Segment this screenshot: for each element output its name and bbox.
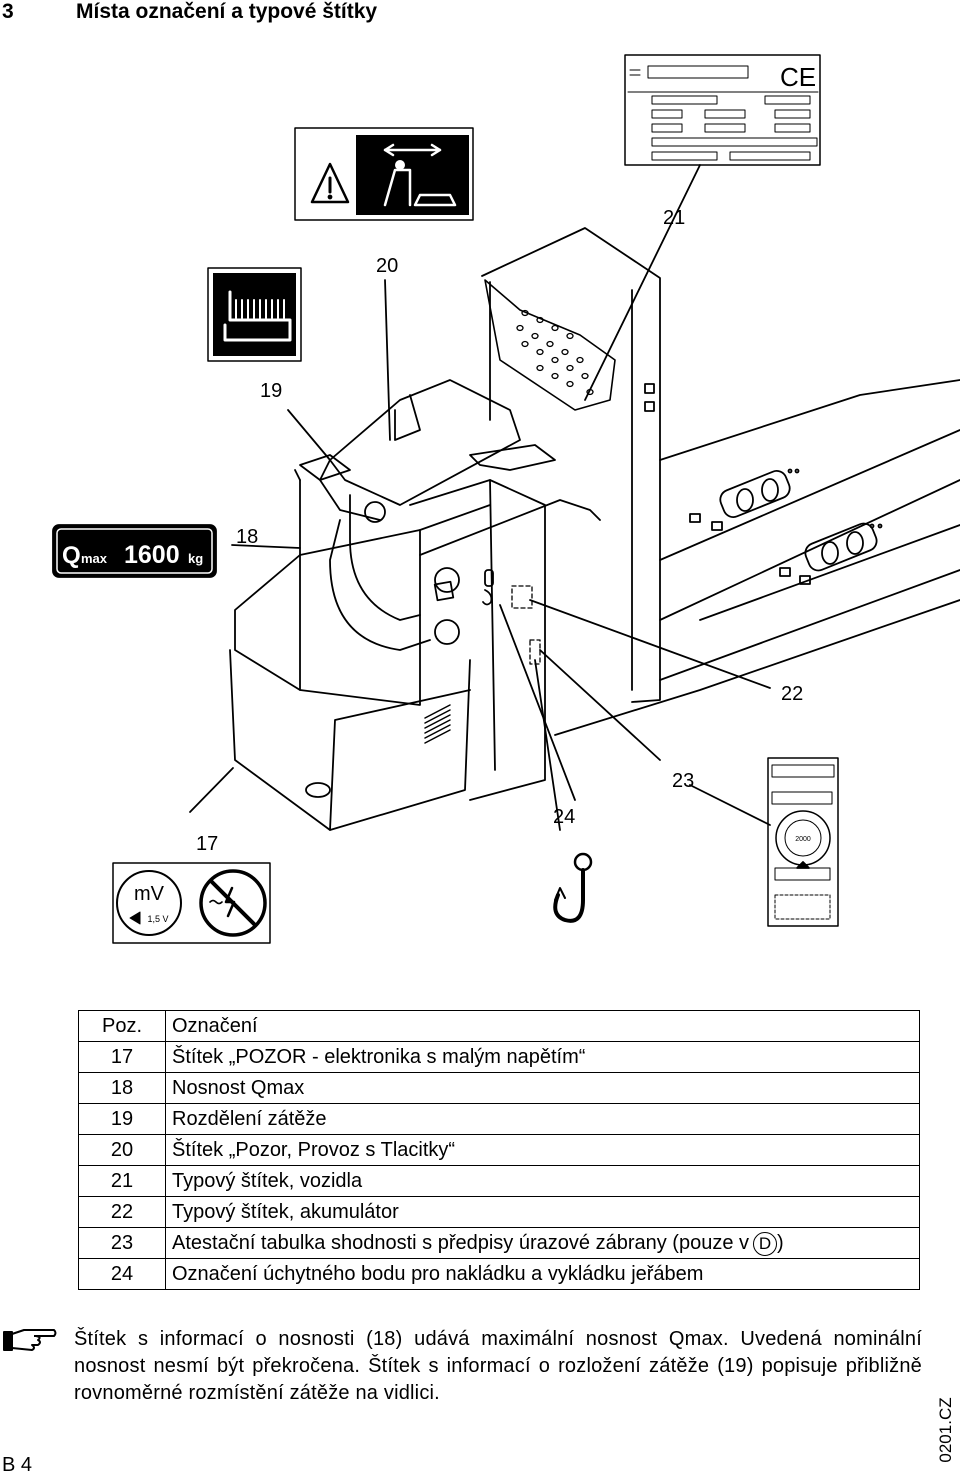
- row-desc: Atestační tabulka shodnosti s předpisy ú…: [172, 1232, 749, 1254]
- section-number: 3: [2, 0, 14, 23]
- row-pos: 17: [78, 1041, 166, 1073]
- row-pos: 23: [78, 1227, 166, 1259]
- row-pos: 20: [78, 1134, 166, 1166]
- callout-19: 19: [260, 380, 283, 402]
- callout-18: 18: [236, 526, 259, 548]
- row-desc-with-badge: Atestační tabulka shodnosti s předpisy ú…: [165, 1227, 920, 1259]
- warning-buttons-label: [294, 127, 474, 221]
- country-badge: D: [753, 1232, 777, 1256]
- crane-hook-icon: [553, 852, 593, 923]
- callout-20: 20: [376, 255, 399, 277]
- row-desc: Štítek „Pozor, Provoz s Tlacitky“: [165, 1134, 920, 1166]
- header-pos: Poz.: [78, 1010, 166, 1042]
- row-desc: Nosnost Qmax: [165, 1072, 920, 1104]
- truck-label-diagram: CE: [52, 54, 960, 944]
- row-pos: 18: [78, 1072, 166, 1104]
- mv-symbol: mV: [134, 883, 165, 905]
- row-pos: 22: [78, 1196, 166, 1228]
- table-row: 24 Označení úchytného bodu pro nakládku …: [78, 1258, 920, 1290]
- document-code: 0201.CZ: [936, 1397, 955, 1463]
- callout-24: 24: [553, 806, 576, 828]
- test-year: 2000: [795, 836, 811, 843]
- table-header-row: Poz. Označení: [78, 1010, 920, 1042]
- row-desc: Štítek „POZOR - elektronika s malým napě…: [165, 1041, 920, 1073]
- section-title: Místa označení a typové štítky: [76, 0, 378, 23]
- label-legend-table: Poz. Označení 17 Štítek „POZOR - elektro…: [78, 1010, 920, 1290]
- table-row: 21 Typový štítek, vozidla: [78, 1165, 920, 1197]
- load-distribution-label: [207, 267, 302, 362]
- table-row: 18 Nosnost Qmax: [78, 1072, 920, 1104]
- row-desc: Typový štítek, akumulátor: [165, 1196, 920, 1228]
- pointing-hand-icon: [3, 1329, 57, 1351]
- qmax-prefix: Q: [62, 542, 81, 569]
- table-row: 22 Typový štítek, akumulátor: [78, 1196, 920, 1228]
- header-desc: Označení: [165, 1010, 920, 1042]
- note-text: Štítek s informací o nosnosti (18) udává…: [74, 1328, 922, 1404]
- callout-21: 21: [663, 207, 686, 229]
- page-number: B 4: [2, 1454, 33, 1476]
- section-heading: 3 Místa označení a typové štítky: [0, 0, 960, 26]
- callout-23: 23: [672, 770, 695, 792]
- table-row: 17 Štítek „POZOR - elektronika s malým n…: [78, 1041, 920, 1073]
- callout-17: 17: [196, 833, 219, 855]
- row-desc: Typový štítek, vozidla: [165, 1165, 920, 1197]
- table-row: 19 Rozdělení zátěže: [78, 1103, 920, 1135]
- low-voltage-warning-label: [112, 862, 271, 944]
- row-desc: Označení úchytného bodu pro nakládku a v…: [165, 1258, 920, 1290]
- row-pos: 24: [78, 1258, 166, 1290]
- table-row: 23 Atestační tabulka shodnosti s předpis…: [78, 1227, 920, 1259]
- qmax-unit: kg: [188, 551, 203, 566]
- pallet-truck-drawing: [229, 227, 960, 831]
- mv-limit: 1,5 V: [147, 914, 168, 924]
- ce-mark: CE: [780, 62, 816, 92]
- callout-22: 22: [781, 683, 804, 705]
- qmax-subscript: max: [81, 551, 108, 566]
- row-desc-tail: ): [777, 1232, 784, 1254]
- type-plate-vehicle-label: [624, 54, 821, 166]
- table-row: 20 Štítek „Pozor, Provoz s Tlacitky“: [78, 1134, 920, 1166]
- row-pos: 19: [78, 1103, 166, 1135]
- test-certificate-label: [767, 757, 839, 927]
- qmax-value: 1600: [124, 541, 180, 569]
- row-desc: Rozdělení zátěže: [165, 1103, 920, 1135]
- qmax-label: [52, 524, 217, 578]
- row-pos: 21: [78, 1165, 166, 1197]
